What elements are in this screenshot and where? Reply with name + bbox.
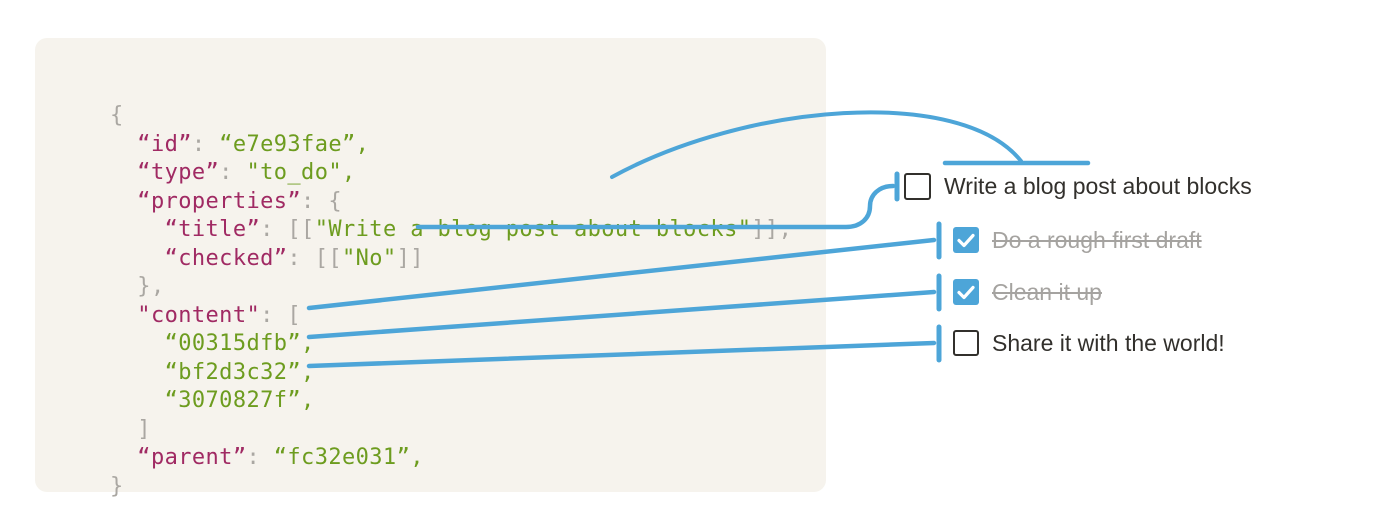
code-line: “3070827f”,: [110, 387, 792, 416]
code-line: “bf2d3c32”,: [110, 359, 792, 388]
json-token-key: “type”: [137, 160, 220, 185]
checkbox-checked-icon[interactable]: [953, 279, 979, 305]
json-token-punct: : {: [301, 188, 342, 214]
json-token-punct: : [: [260, 302, 302, 328]
json-token-string: "No": [342, 245, 397, 271]
todo-label[interactable]: Clean it up: [992, 278, 1102, 305]
todo-label[interactable]: Share it with the world!: [992, 329, 1225, 356]
json-code-block: { “id”: “e7e93fae”, “type”: "to_do", “pr…: [110, 102, 792, 501]
todo-item: Share it with the world!: [953, 330, 1225, 356]
json-token-key: “properties”: [137, 188, 302, 214]
json-token-punct: ]: [137, 416, 151, 442]
code-line: {: [110, 102, 792, 131]
json-token-punct: : [[: [287, 245, 342, 271]
json-token-string: "to_do",: [246, 160, 356, 185]
json-code-panel: { “id”: “e7e93fae”, “type”: "to_do", “pr…: [35, 38, 826, 499]
json-token-string: “00315dfb”,: [164, 331, 315, 356]
code-line: “parent”: “fc32e031”,: [110, 444, 792, 473]
json-token-string: “bf2d3c32”,: [164, 359, 315, 385]
code-line: }: [110, 473, 792, 502]
json-token-string: “e7e93fae”,: [219, 131, 370, 157]
code-line: "content": [: [110, 302, 792, 331]
code-line: “id”: “e7e93fae”,: [110, 131, 792, 160]
code-line: “type”: "to_do",: [110, 159, 792, 188]
json-token-string: "Write a blog post about blocks": [314, 217, 752, 242]
todo-item: Write a blog post about blocks: [904, 173, 1252, 200]
json-token-punct: {: [110, 103, 124, 128]
todo-label[interactable]: Do a rough first draft: [992, 226, 1202, 253]
todo-label[interactable]: Write a blog post about blocks: [944, 173, 1252, 199]
code-line: ]: [110, 416, 792, 445]
code-line: “properties”: {: [110, 188, 792, 217]
json-token-punct: :: [246, 445, 274, 470]
code-line: “title”: [["Write a blog post about bloc…: [110, 216, 792, 245]
json-token-punct: :: [191, 131, 220, 157]
code-line: “00315dfb”,: [110, 330, 792, 359]
code-line: “checked”: [["No"]]: [110, 245, 792, 274]
todo-item: Do a rough first draft: [953, 227, 1202, 253]
json-token-punct: ]],: [751, 217, 793, 242]
checkbox-checked-icon[interactable]: [953, 227, 979, 253]
checkbox-unchecked-icon[interactable]: [953, 330, 979, 356]
json-token-key: “checked”: [164, 245, 288, 271]
json-token-punct: : [[: [260, 217, 315, 242]
json-token-key: “id”: [137, 131, 192, 157]
json-token-string: “fc32e031”,: [273, 445, 424, 470]
json-token-punct: :: [219, 160, 247, 185]
code-line: },: [110, 273, 792, 302]
json-token-key: “title”: [164, 217, 261, 242]
json-token-key: "content": [137, 302, 261, 328]
checkbox-unchecked-icon[interactable]: [904, 173, 931, 200]
json-token-string: “3070827f”,: [164, 388, 315, 413]
json-token-punct: },: [137, 274, 165, 299]
todo-item: Clean it up: [953, 279, 1102, 305]
json-token-key: “parent”: [137, 445, 247, 470]
json-token-punct: }: [110, 473, 124, 499]
json-token-punct: ]]: [396, 245, 424, 271]
